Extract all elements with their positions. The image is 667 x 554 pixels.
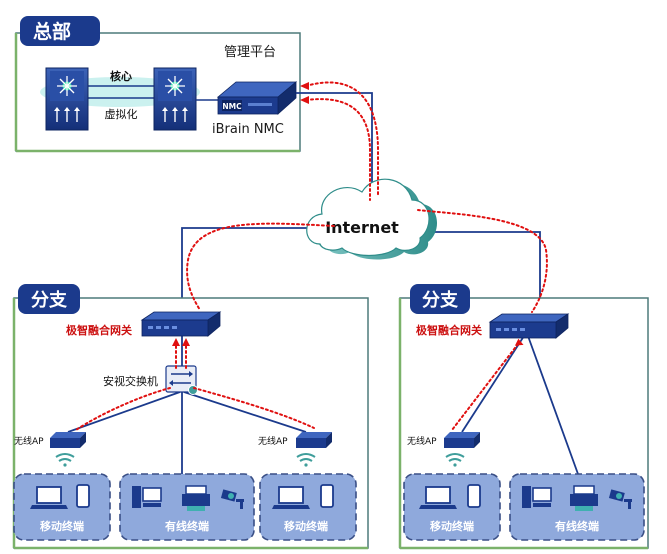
branch-right-title-tag	[410, 284, 470, 314]
internet-cloud-icon: Internet	[306, 178, 438, 260]
branch-left-section: 分支 极智融合网关 安视交换机	[12, 284, 369, 550]
management-arrowheads	[172, 82, 524, 346]
branch-left-title-tag	[18, 284, 80, 314]
branch-left-ap2-label: 无线AP	[258, 435, 288, 447]
wifi-signal-icon	[55, 453, 75, 467]
nmc-label: iBrain NMC	[212, 122, 284, 137]
phone-icon	[76, 484, 90, 508]
core-switch-icon	[45, 67, 89, 131]
hq-section: 总部 管理平台	[14, 16, 301, 153]
virtualization-label: 虚拟化	[105, 107, 138, 121]
hq-title: 总部	[33, 20, 71, 43]
phone-icon	[320, 484, 334, 508]
nmc-badge: NMC	[222, 102, 242, 111]
wireless-ap-icon	[444, 432, 480, 448]
core-label: 核心	[110, 69, 132, 83]
wifi-signal-icon	[296, 453, 316, 467]
hq-title-tag	[20, 16, 100, 46]
internet-label: Internet	[325, 218, 399, 237]
group-mobile-label: 移动终端	[430, 519, 474, 533]
nmc-appliance-icon: NMC	[216, 81, 298, 115]
terminal-group: 移动终端	[403, 473, 501, 541]
branch-right-section: 分支 极智融合网关 无线AP	[398, 284, 649, 550]
printer-icon	[570, 485, 598, 511]
wan-links	[181, 92, 541, 318]
printer-icon	[182, 485, 210, 511]
group-wired-label: 有线终端	[165, 519, 209, 533]
branch-right-links	[461, 335, 579, 475]
branch-left-ap1-label: 无线AP	[14, 435, 44, 447]
security-switch-label: 安视交换机	[103, 374, 158, 388]
laptop-icon	[419, 486, 457, 509]
fusion-gateway-icon	[140, 311, 222, 337]
camera-icon	[220, 489, 244, 509]
desktop-pc-icon	[522, 486, 552, 508]
mgmt-platform-label: 管理平台	[224, 45, 276, 60]
group-mobile-label: 移动终端	[40, 519, 84, 533]
core-switch-icon	[153, 67, 197, 131]
branch-left-title: 分支	[31, 289, 68, 311]
wifi-signal-icon	[445, 453, 465, 467]
camera-icon	[608, 489, 632, 509]
branch-right-gateway-label: 极智融合网关	[416, 323, 482, 337]
branch-left-links	[67, 336, 307, 474]
fusion-gateway-icon	[488, 313, 570, 339]
phone-icon	[467, 484, 481, 508]
branch-right-title: 分支	[422, 289, 459, 311]
group-wired-label: 有线终端	[555, 519, 599, 533]
terminal-group: 移动终端	[13, 473, 111, 541]
branch-left-gateway-label: 极智融合网关	[66, 323, 132, 337]
management-paths	[75, 81, 548, 431]
laptop-icon	[272, 486, 310, 509]
wireless-ap-icon	[296, 432, 332, 448]
laptop-icon	[30, 486, 68, 509]
desktop-pc-icon	[132, 486, 162, 508]
terminal-group: 有线终端	[119, 473, 255, 541]
branch-right-ap-label: 无线AP	[407, 435, 437, 447]
security-switch-icon	[165, 365, 198, 395]
terminal-group: 移动终端	[259, 473, 357, 541]
wireless-ap-icon	[50, 432, 86, 448]
terminal-group: 有线终端	[509, 473, 645, 541]
group-mobile-label: 移动终端	[284, 519, 328, 533]
